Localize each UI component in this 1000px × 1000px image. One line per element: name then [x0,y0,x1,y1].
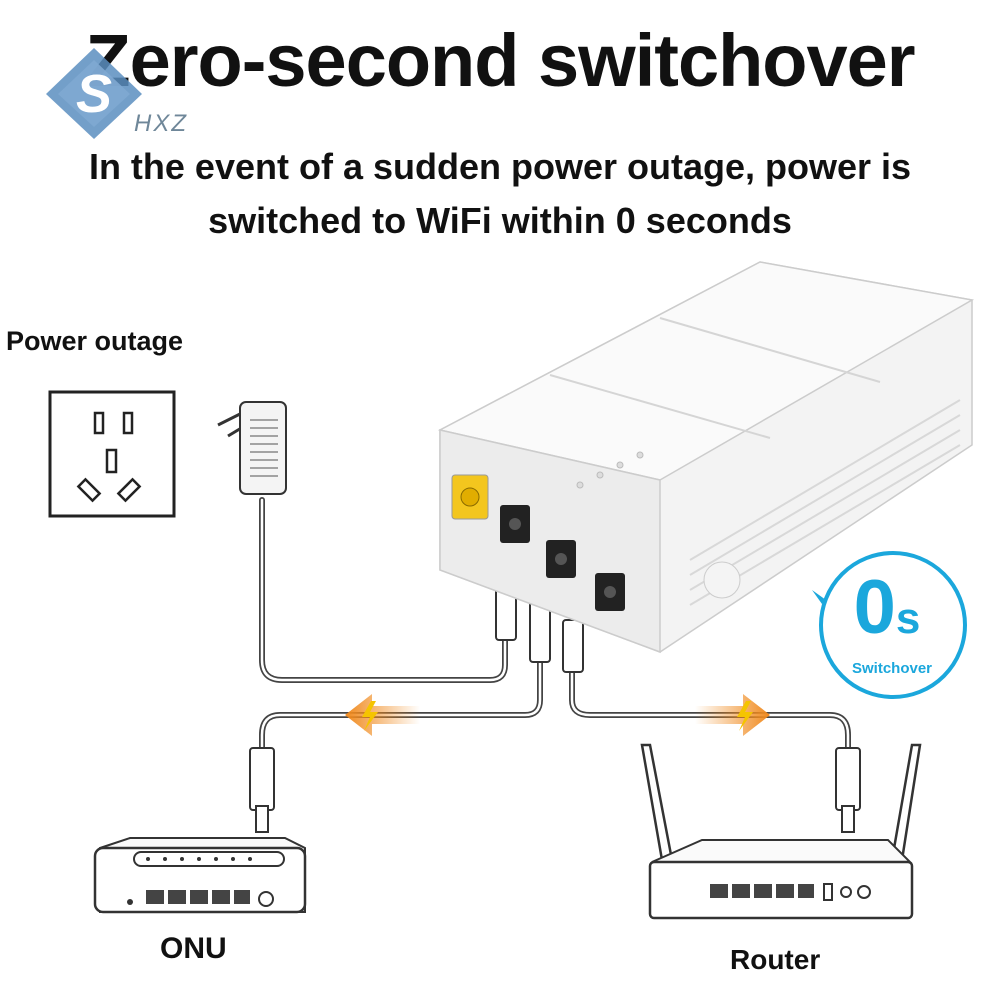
onu-label: ONU [160,932,227,965]
page-subtitle: In the event of a sudden power outage, p… [88,146,912,241]
page-title: Zero-second switchover [85,19,915,102]
switchover-caption: Switchover [851,660,933,677]
wall-outlet-icon [48,390,176,518]
router-device-icon [640,743,922,920]
switchover-value: 0s [812,570,962,657]
router-label: Router [730,944,821,975]
power-outage-label: Power outage [6,326,184,356]
brand-logo-icon: S [46,48,142,139]
brand-text: HXZ [134,110,188,137]
onu-device-icon [93,837,307,914]
cables [259,497,851,753]
power-adapter-icon [217,401,287,495]
switchover-unit: s [895,594,921,643]
lightning-arrow-icon [345,694,770,736]
switchover-number: 0 [853,565,896,650]
logo-letter: S [76,64,112,124]
